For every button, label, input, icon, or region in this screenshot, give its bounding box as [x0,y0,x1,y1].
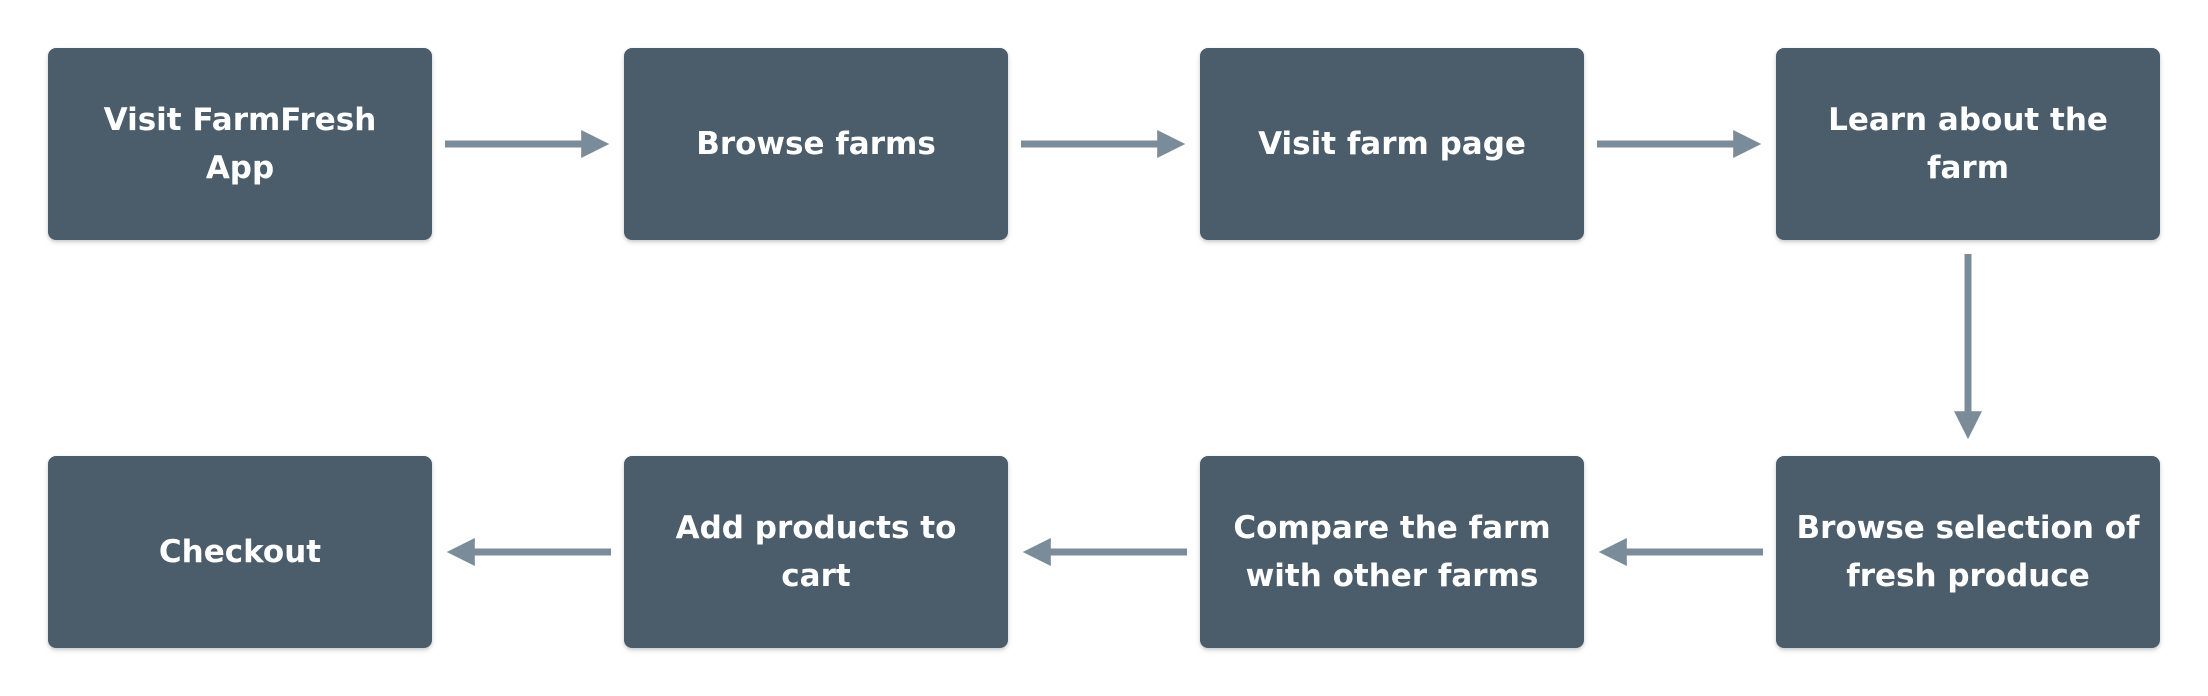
node-label: Visit farm page [1258,126,1526,162]
node-browse-selection-of-fresh-produce: Browse selection of fresh produce [1776,456,2160,648]
node-visit-farm-page: Visit farm page [1200,48,1584,240]
node-learn-about-the-farm: Learn about the farm [1776,48,2160,240]
node-label: Browse farms [696,126,936,162]
node-compare-the-farm: Compare the farm with other farms [1200,456,1584,648]
node-checkout: Checkout [48,456,432,648]
node-label: Visit FarmFresh App [103,102,377,186]
node-label: Compare the farm with other farms [1233,510,1551,594]
node-label: Browse selection of fresh produce [1796,510,2140,594]
node-browse-farms: Browse farms [624,48,1008,240]
node-label: Learn about the farm [1828,102,2108,186]
node-add-products-to-cart: Add products to cart [624,456,1008,648]
node-visit-farmfresh-app: Visit FarmFresh App [48,48,432,240]
node-label: Add products to cart [675,510,957,594]
node-label: Checkout [158,534,322,570]
